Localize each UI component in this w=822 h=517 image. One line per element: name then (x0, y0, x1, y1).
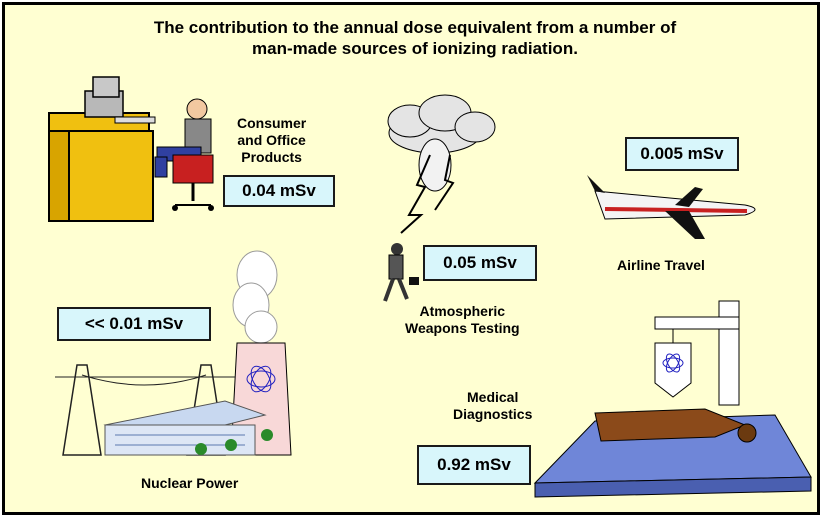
weapons-dose-box: 0.05 mSv (423, 245, 537, 281)
consumer-label: Consumer and Office Products (237, 115, 306, 166)
weapons-label: Atmospheric Weapons Testing (405, 303, 520, 337)
walking-man-illustration (383, 243, 419, 302)
title-line-2: man-made sources of ionizing radiation. (252, 39, 578, 58)
illustrations (48, 76, 812, 498)
cloud-lightning-illustration (387, 94, 496, 234)
nuclear-power-illustration (55, 250, 292, 456)
weapons-label-line-1: Atmospheric (419, 303, 506, 319)
medical-dose-box: 0.92 mSv (417, 445, 531, 485)
medical-label-line-2: Diagnostics (453, 406, 533, 422)
diagram-title: The contribution to the annual dose equi… (75, 17, 755, 59)
medical-diagnostics-illustration (533, 300, 812, 498)
consumer-label-line-3: Products (241, 149, 302, 165)
consumer-label-line-1: Consumer (237, 115, 307, 131)
nuclear-dose-box: << 0.01 mSv (57, 307, 211, 341)
weapons-label-line-2: Weapons Testing (405, 320, 520, 336)
medical-label: Medical Diagnostics (453, 389, 532, 423)
title-line-1: The contribution to the annual dose equi… (153, 18, 677, 37)
airplane-illustration (587, 175, 756, 239)
office-worker-illustration (48, 76, 214, 222)
airline-label: Airline Travel (617, 257, 705, 273)
consumer-dose-box: 0.04 mSv (223, 175, 335, 207)
nuclear-label: Nuclear Power (141, 475, 239, 491)
consumer-label-line-2: and Office (237, 132, 306, 148)
airline-dose-box: 0.005 mSv (625, 137, 739, 171)
medical-label-line-1: Medical (467, 389, 519, 405)
